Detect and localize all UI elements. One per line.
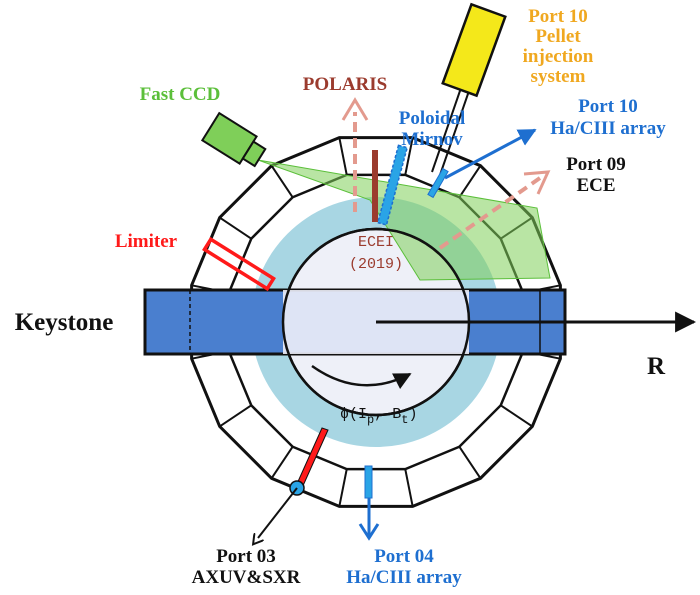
svg-text:Pellet: Pellet — [535, 26, 581, 47]
svg-text:Port 04: Port 04 — [374, 546, 434, 567]
injector-icon — [441, 2, 507, 98]
svg-text:ECE: ECE — [576, 175, 615, 196]
ecei-label: ECEI (2019) — [349, 234, 403, 273]
port10-ha-label: Port 10 Ha/CIII array — [550, 96, 666, 139]
vessel-segment-line — [338, 137, 348, 176]
limiter-label: Limiter — [115, 231, 178, 252]
svg-text:Port 03: Port 03 — [216, 546, 276, 567]
port10-pellet-label: Port 10 Pellet injection system — [523, 6, 594, 87]
svg-text:AXUV&SXR: AXUV&SXR — [192, 567, 301, 588]
svg-text:Port 10: Port 10 — [578, 96, 638, 117]
svg-text:Port 09: Port 09 — [566, 154, 626, 175]
camera-icon — [200, 111, 267, 168]
port03-label: Port 03 AXUV&SXR — [192, 546, 301, 588]
vessel-segment-line — [458, 446, 482, 479]
svg-text:system: system — [531, 66, 586, 87]
vessel-segment-line — [458, 165, 482, 198]
poloidal-mirnov-label: Poloidal Mirnov — [399, 108, 466, 150]
vessel-segment-line — [219, 216, 252, 240]
polaris-port — [372, 150, 378, 222]
port10-ha-stub — [427, 167, 449, 199]
poloidal-mirnov-coil — [376, 144, 409, 226]
phi-direction-arrow — [311, 364, 412, 390]
svg-text:Poloidal: Poloidal — [399, 108, 466, 129]
svg-text:Ha/CIII array: Ha/CIII array — [550, 118, 666, 139]
svg-text:Port 10: Port 10 — [528, 6, 588, 27]
svg-text:Mirnov: Mirnov — [401, 129, 463, 150]
port09-ece-beam — [438, 176, 542, 250]
limiter — [202, 236, 276, 292]
vessel-segment-line — [219, 404, 252, 428]
port03-axuv-sxr — [258, 427, 329, 538]
svg-text:Ha/CIII array: Ha/CIII array — [346, 567, 462, 588]
fast-ccd-label: Fast CCD — [140, 84, 221, 105]
port04-label: Port 04 Ha/CIII array — [346, 546, 462, 588]
port10-ha-arrow — [444, 128, 537, 180]
svg-text:ECEI: ECEI — [358, 234, 394, 251]
vessel-segment-line — [270, 446, 294, 479]
polaris-label: POLARIS — [303, 74, 387, 95]
port04-ha-ciii — [358, 465, 380, 541]
vessel-segment-line — [404, 137, 414, 176]
fast-ccd-view-cone — [257, 159, 551, 281]
phi-label: ϕ(Ip, Bt) — [340, 406, 417, 427]
vessel-segment-line — [338, 468, 348, 507]
keystone-label: Keystone — [15, 309, 114, 336]
vessel-segment-line — [404, 468, 414, 507]
r-axis-label: R — [647, 353, 666, 380]
pellet-injector — [431, 2, 507, 176]
svg-text:injection: injection — [523, 46, 594, 67]
svg-text:(2019): (2019) — [349, 256, 403, 273]
port09-label: Port 09 ECE — [566, 154, 626, 196]
vessel-segment-line — [500, 404, 533, 428]
vessel-segment-line — [270, 165, 294, 198]
